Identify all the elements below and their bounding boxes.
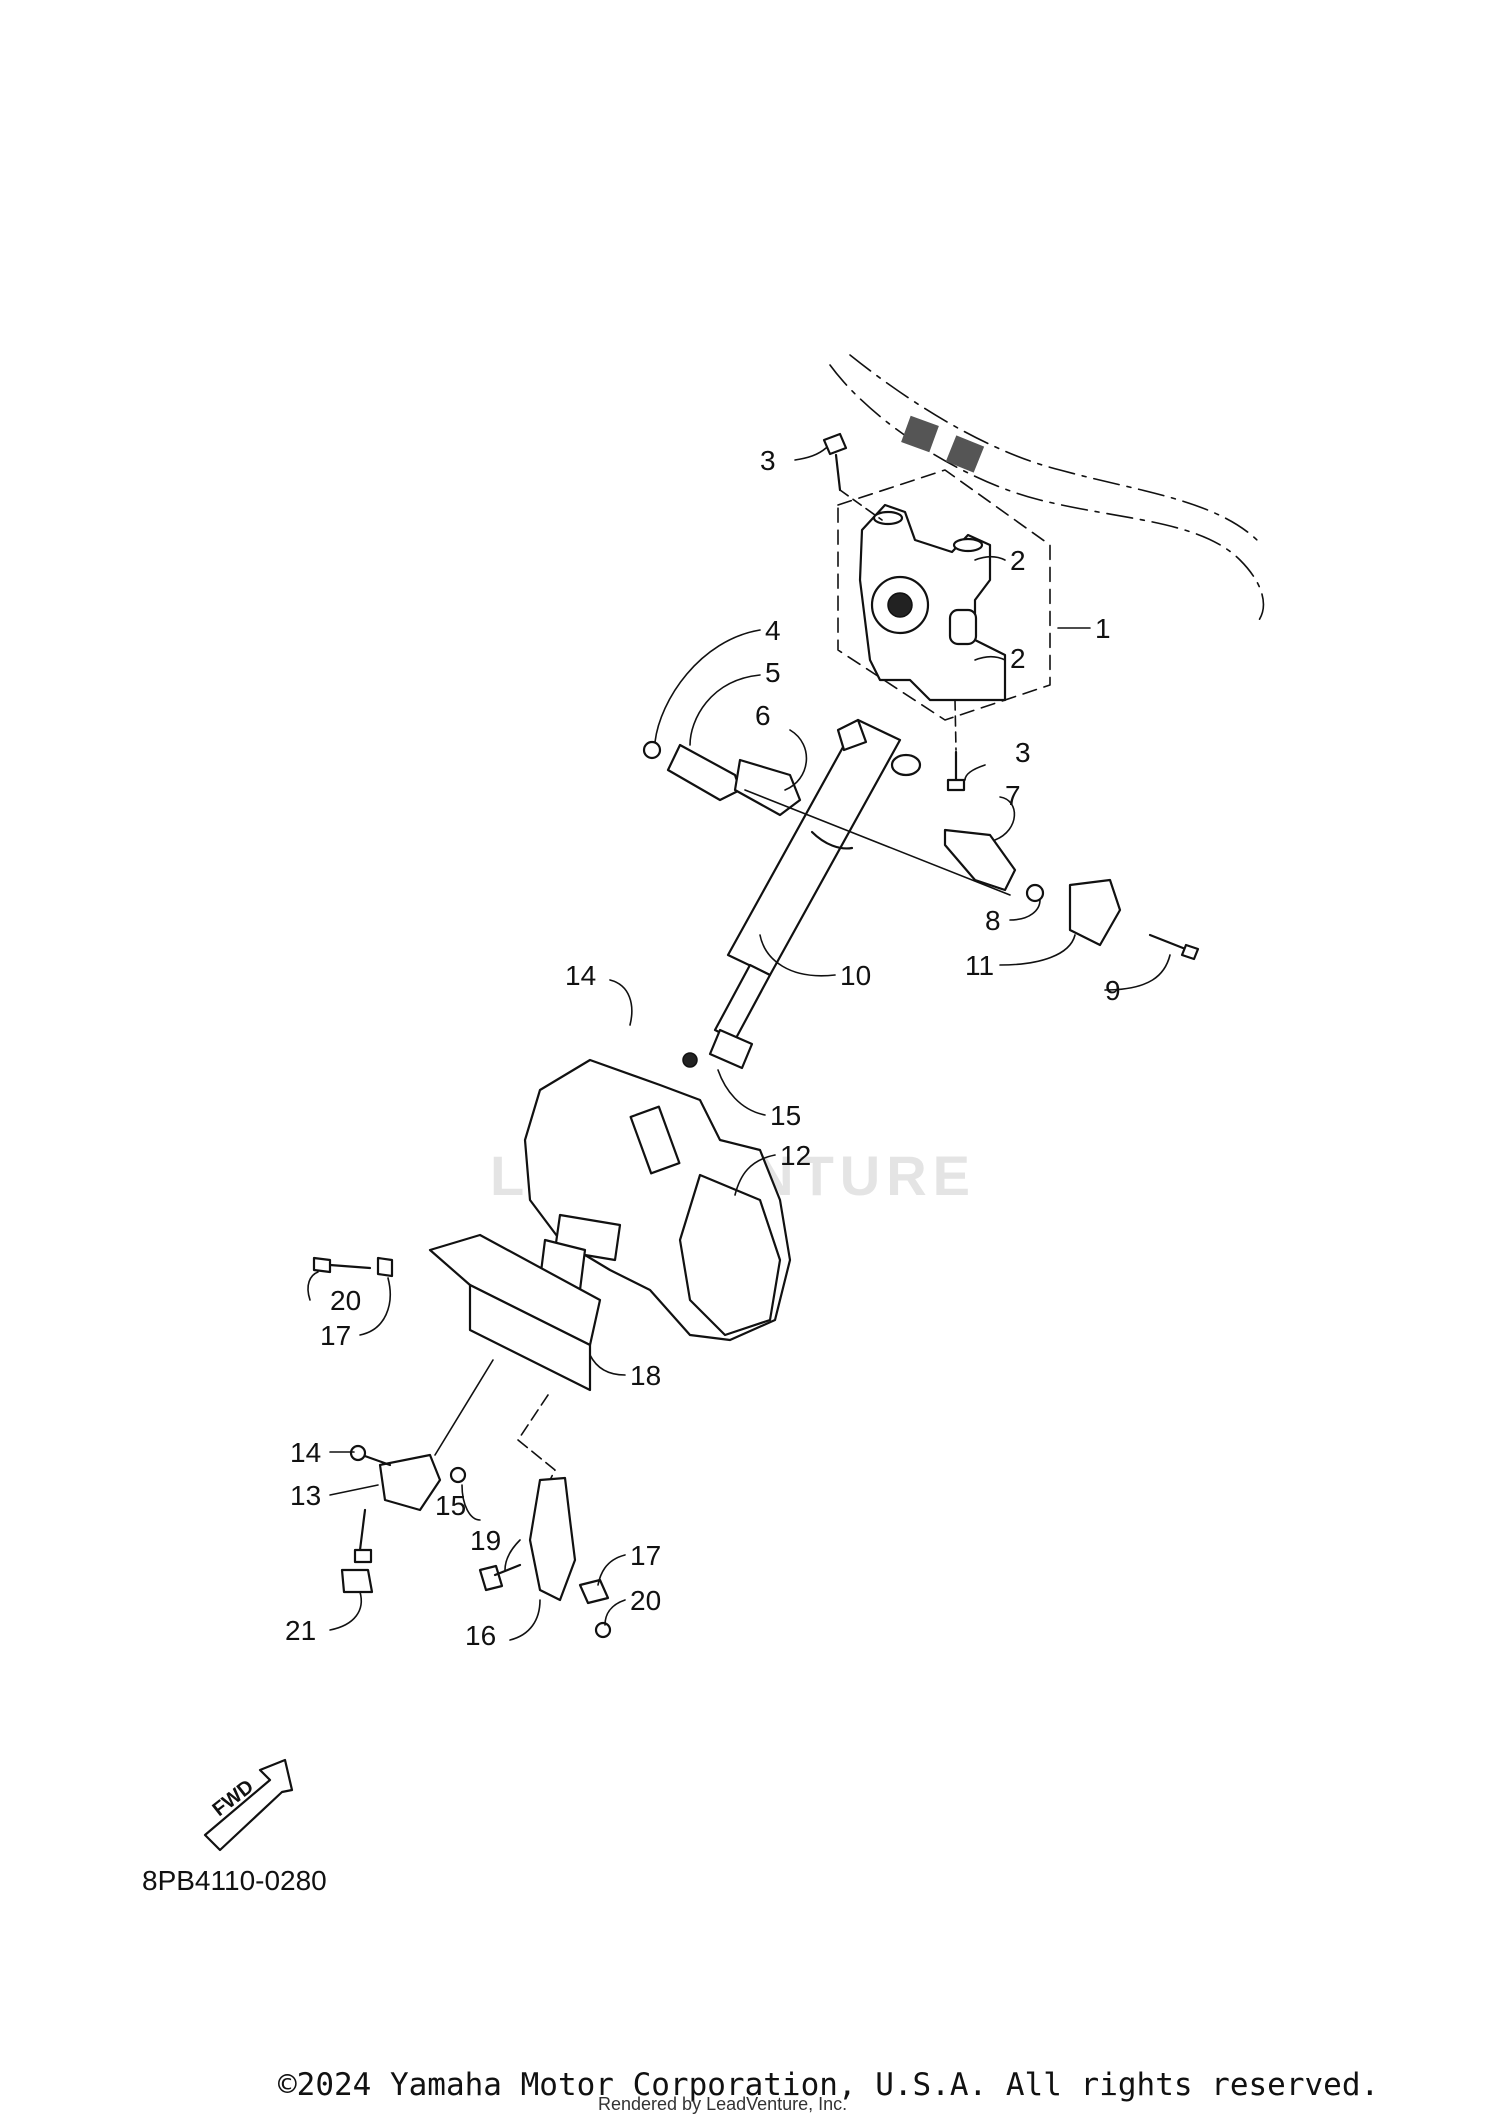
callout-3: 3 [760, 445, 776, 476]
callout-12: 12 [780, 1140, 811, 1171]
callout-10: 10 [840, 960, 871, 991]
leader-lines [307, 447, 1171, 1641]
callout-16: 16 [465, 1620, 496, 1651]
linkage-parts-4-5-6 [642, 740, 1011, 896]
power-steering-unit [523, 1058, 792, 1342]
copyright-text: ©2024 Yamaha Motor Corporation, U.S.A. A… [278, 2067, 1379, 2103]
rendered-by-text: Rendered by LeadVenture, Inc. [598, 2094, 847, 2114]
fwd-arrow-icon: FWD [203, 1758, 294, 1852]
steering-column-shaft [682, 718, 922, 1070]
callout-21: 21 [285, 1615, 316, 1646]
callout-1: 1 [1095, 613, 1111, 644]
bolt-3-lower [946, 699, 966, 792]
callout-6: 6 [755, 700, 771, 731]
bolt-nut-20-17-left [312, 1256, 394, 1278]
callout-2: 2 [1010, 545, 1026, 576]
callout-19: 19 [470, 1525, 501, 1556]
callout-15: 15 [435, 1490, 466, 1521]
diagram-code: 8PB4110-0280 [142, 1865, 327, 1896]
callout-14: 14 [290, 1437, 321, 1468]
callout-9: 9 [1105, 975, 1121, 1006]
callout-labels: 3 2 1 2 4 5 6 3 7 8 11 9 14 10 15 12 20 … [285, 445, 1121, 1651]
callout-18: 18 [630, 1360, 661, 1391]
callout-2: 2 [1010, 643, 1026, 674]
callout-8: 8 [985, 905, 1001, 936]
bracket-parts-7-8-9-11 [943, 828, 1200, 961]
column-clamp-assembly [837, 469, 1051, 721]
callout-3: 3 [1015, 737, 1031, 768]
callout-13: 13 [290, 1480, 321, 1511]
lower-universal-joint [340, 1359, 494, 1594]
callout-7: 7 [1005, 780, 1021, 811]
bracket-16-bolt-19 [478, 1394, 612, 1639]
callout-14: 14 [565, 960, 596, 991]
callout-17: 17 [630, 1540, 661, 1571]
callout-20: 20 [630, 1585, 661, 1616]
bolt-3-upper [822, 432, 883, 521]
callout-15: 15 [770, 1100, 801, 1131]
callout-17: 17 [320, 1320, 351, 1351]
callout-4: 4 [765, 615, 781, 646]
callout-20: 20 [330, 1285, 361, 1316]
callout-5: 5 [765, 657, 781, 688]
steering-wheel-outline [829, 354, 1265, 626]
callout-11: 11 [965, 950, 994, 981]
bracket-18 [428, 1233, 602, 1392]
